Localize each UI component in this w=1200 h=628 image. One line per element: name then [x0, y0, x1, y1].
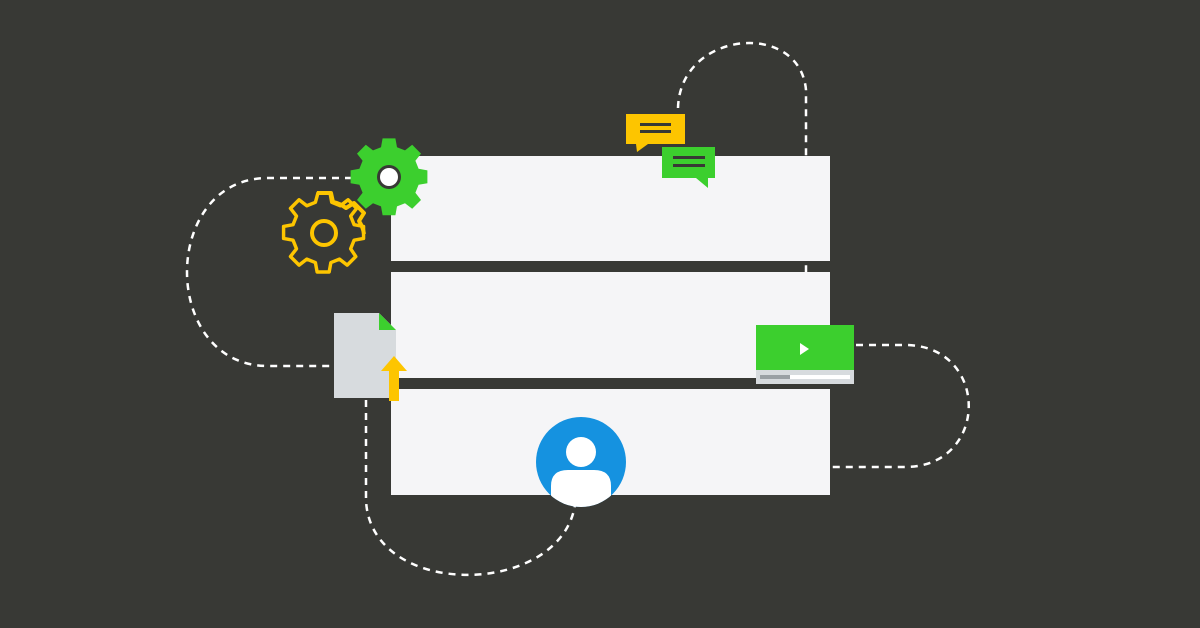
user-avatar-icon: [536, 417, 626, 507]
connector-file-to-avatar: [364, 400, 577, 577]
chat-bubble-yellow-icon: [626, 114, 685, 152]
panel-top: [391, 156, 830, 261]
connector-video-to-avatar: [626, 343, 970, 469]
connector-chat-to-video: [676, 41, 808, 325]
gear-yellow-outline-icon: [281, 191, 366, 274]
chat-bubble-green-icon: [662, 147, 715, 188]
video-player-icon: [756, 325, 854, 384]
gear-green-icon: [350, 138, 428, 216]
connector-gear-to-file: [185, 176, 352, 368]
dashed-connectors: [185, 41, 970, 577]
file-upload-icon: [334, 313, 407, 401]
